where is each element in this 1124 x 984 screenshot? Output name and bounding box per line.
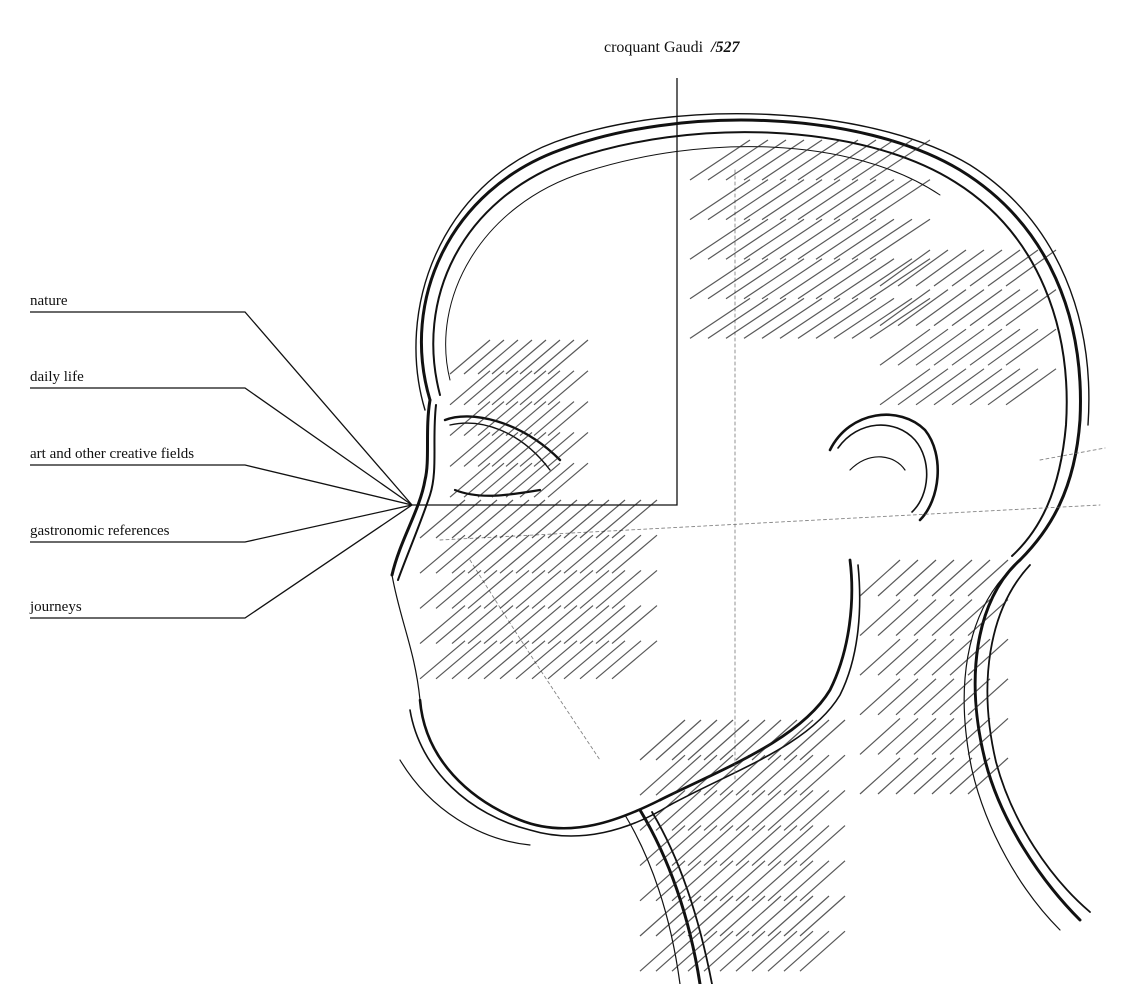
hatching-strokes	[420, 140, 1056, 971]
neck-sketch	[625, 560, 1090, 984]
label-art: art and other creative fields	[30, 447, 194, 462]
label-nature: nature	[30, 294, 67, 309]
construction-lines	[440, 170, 1105, 780]
face-profile	[392, 400, 860, 845]
leader-journeys	[30, 505, 412, 618]
ear-sketch	[830, 415, 938, 520]
label-journeys: journeys	[30, 600, 82, 615]
leader-art	[30, 465, 412, 505]
label-daily-life: daily life	[30, 370, 84, 385]
diagram-title: croquant Gaudi/527	[604, 40, 740, 56]
leader-nature	[30, 312, 412, 505]
title-number: /527	[711, 39, 739, 56]
label-gastronomic: gastronomic references	[30, 524, 170, 539]
title-text: croquant Gaudi	[604, 39, 703, 56]
